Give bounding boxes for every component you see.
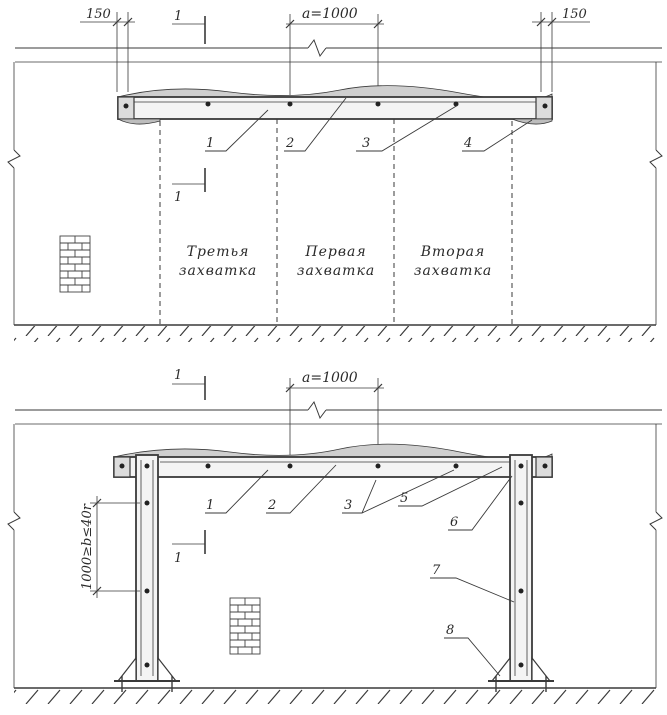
top-view: 150 150 a=1000 1 1 bbox=[7, 6, 663, 342]
bottom-callout-label-5: 5 bbox=[400, 491, 408, 506]
bolt bbox=[542, 463, 548, 469]
dim-tick-right-1 bbox=[536, 17, 546, 27]
callout-leader-6 bbox=[448, 475, 513, 531]
dim-tick-spacing-top-2 bbox=[373, 19, 383, 29]
stage-label-third-1: Третья bbox=[187, 244, 250, 260]
dim-tick-left-1 bbox=[112, 17, 122, 27]
callout-leader-8 bbox=[444, 637, 501, 677]
bottom-right-wall-break bbox=[649, 511, 663, 531]
callout-label-4: 4 bbox=[463, 136, 472, 151]
dim-tick-left-2 bbox=[123, 17, 133, 27]
dim-tick-spacing-top-1 bbox=[285, 19, 295, 29]
top-support-pad-left bbox=[117, 118, 161, 125]
bolt bbox=[518, 588, 524, 594]
dim-tick-right-2 bbox=[547, 17, 557, 27]
dim-tick-post-spacing-1 bbox=[92, 498, 102, 508]
stage-label-first-2: захватка bbox=[297, 263, 375, 279]
left-post bbox=[135, 454, 159, 682]
stage-label-second-2: захватка bbox=[414, 263, 492, 279]
dim-tick-spacing-bottom-2 bbox=[373, 383, 383, 393]
bottom-view: 1 a=1000 bbox=[7, 368, 663, 705]
bolt bbox=[375, 101, 381, 107]
callout-leader-1 bbox=[205, 469, 269, 514]
bolt bbox=[205, 463, 211, 469]
callout-label-2: 2 bbox=[285, 136, 294, 151]
right-post bbox=[509, 454, 533, 682]
bottom-beam bbox=[113, 456, 553, 478]
bolt bbox=[144, 662, 150, 668]
bolt bbox=[119, 463, 125, 469]
bolt bbox=[287, 463, 293, 469]
dim-label-spacing-bottom: a=1000 bbox=[302, 370, 358, 386]
bottom-callout-label-2: 2 bbox=[267, 498, 276, 513]
callout-leader-2 bbox=[266, 464, 337, 514]
dim-label-spacing-top: a=1000 bbox=[302, 6, 358, 22]
bolt bbox=[518, 662, 524, 668]
bolt bbox=[453, 463, 459, 469]
callout-leader-4 bbox=[462, 119, 533, 152]
dim-label-150-right: 150 bbox=[562, 7, 587, 22]
callout-leader-1 bbox=[205, 109, 269, 152]
bottom-left-wall-break bbox=[7, 511, 21, 531]
stage-label-third-2: захватка bbox=[179, 263, 257, 279]
callout-label-3: 3 bbox=[362, 136, 370, 151]
bottom-callout-label-6: 6 bbox=[450, 515, 458, 530]
callout-leader-3b bbox=[361, 469, 455, 514]
bottom-callout-label-1: 1 bbox=[206, 498, 214, 513]
bottom-section-mark-top-label: 1 bbox=[174, 368, 182, 383]
top-right-wall-break bbox=[649, 149, 663, 169]
top-beam bbox=[117, 96, 553, 120]
dim-label-post-spacing: 1000≥b≤40r bbox=[80, 503, 95, 590]
bolt bbox=[144, 463, 150, 469]
bolt bbox=[287, 101, 293, 107]
callout-leader-2 bbox=[284, 97, 347, 152]
bolt bbox=[205, 101, 211, 107]
section-mark-top-label: 1 bbox=[174, 9, 182, 24]
bottom-break-symbol bbox=[307, 400, 327, 420]
callout-leader-5 bbox=[398, 466, 503, 507]
brick-symbol-bottom bbox=[229, 597, 261, 655]
bolt bbox=[518, 500, 524, 506]
brick-symbol-top bbox=[59, 235, 91, 293]
stage-label-first-1: Первая bbox=[304, 244, 366, 260]
top-left-wall-break bbox=[7, 149, 21, 169]
callout-label-1: 1 bbox=[206, 136, 214, 151]
bolt bbox=[542, 103, 548, 109]
bottom-callout-label-7: 7 bbox=[432, 563, 441, 578]
bolt bbox=[144, 588, 150, 594]
stage-label-second-1: Вторая bbox=[420, 244, 486, 260]
top-break-symbol bbox=[307, 38, 327, 58]
callout-leader-3 bbox=[356, 104, 459, 152]
bottom-section-mark-mid-label: 1 bbox=[174, 551, 182, 566]
bottom-callout-label-3: 3 bbox=[344, 498, 352, 513]
section-mark-mid-label: 1 bbox=[174, 190, 182, 205]
dim-tick-spacing-bottom-1 bbox=[285, 383, 295, 393]
dim-label-150-left: 150 bbox=[86, 7, 111, 22]
bolt bbox=[144, 500, 150, 506]
top-ground-hatch bbox=[14, 326, 656, 342]
bolt bbox=[518, 463, 524, 469]
bolt bbox=[375, 463, 381, 469]
bottom-callout-label-8: 8 bbox=[446, 623, 454, 638]
callout-leader-7 bbox=[430, 577, 515, 603]
bolt bbox=[123, 103, 129, 109]
top-support-pad-right bbox=[511, 118, 553, 125]
bottom-ground-hatch bbox=[14, 689, 656, 705]
dim-tick-post-spacing-2 bbox=[92, 586, 102, 596]
